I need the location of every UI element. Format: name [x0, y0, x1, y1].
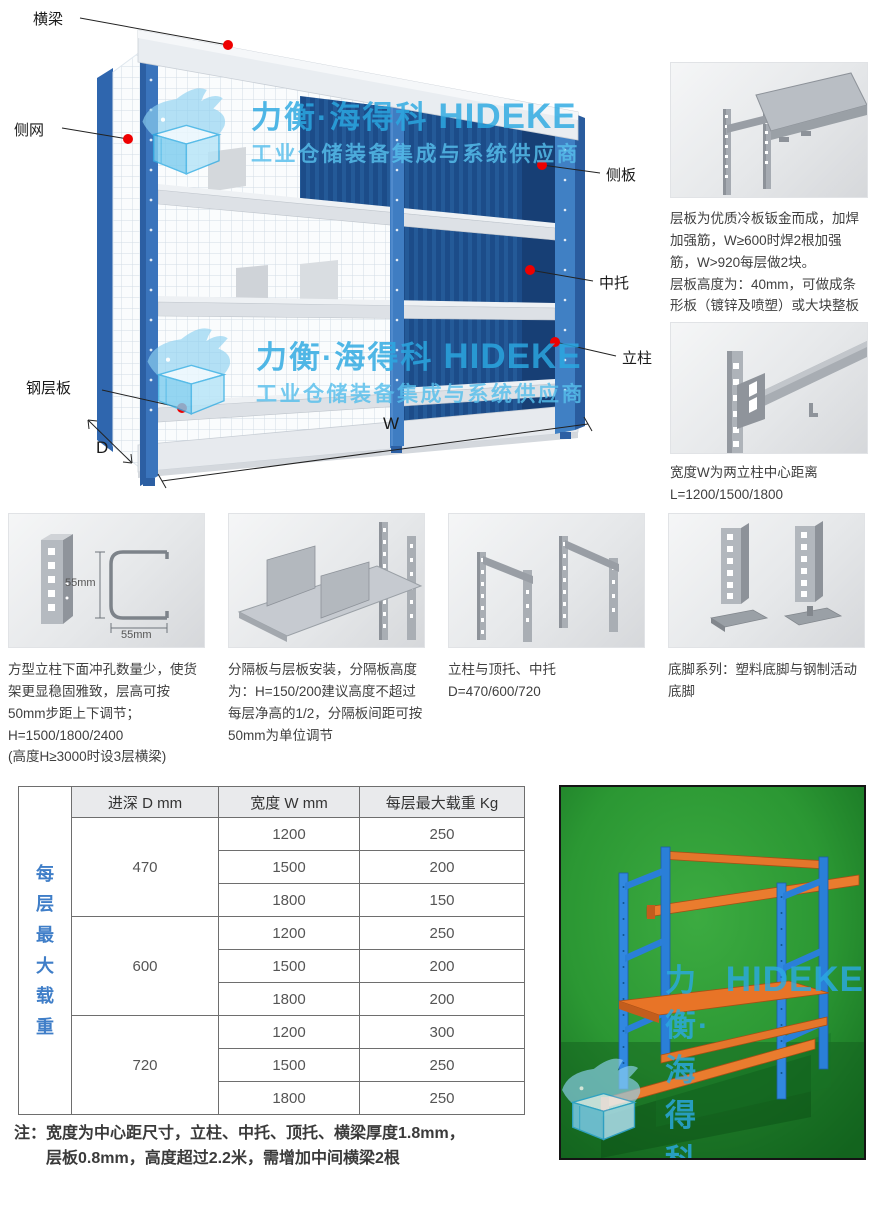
text-line: 立柱与顶托、中托 [448, 662, 556, 677]
dim-55mm-vertical: 55mm [65, 577, 96, 589]
load-cell: 200 [359, 982, 525, 1016]
table-row: 1500 200 [19, 949, 525, 983]
load-cell: 300 [359, 1015, 525, 1049]
divider-drawing [237, 522, 423, 642]
width-description: 宽度W为两立柱中心距离 L=1200/1500/1800 [670, 462, 868, 506]
depth-cell: 600 [71, 916, 219, 1016]
depth-cell: 720 [71, 1015, 219, 1115]
load-spec-table: 每层最大载重 进深 D mm 宽度 W mm 每层最大载重 Kg 470 120… [18, 786, 525, 1115]
footnote-body: 宽度为中心距尺寸，立柱、中托、顶托、横梁厚度1.8mm， 层板0.8mm，高度超… [46, 1122, 465, 1172]
feet-drawing [709, 521, 843, 632]
feature-panel-divider: 分隔板与层板安装，分隔板高度为：H=150/200建议高度不超过每层净高的1/2… [228, 513, 425, 746]
text-line: 层板高度为：40mm，可做成条形板（镀锌及喷塑）或大块整板 [670, 276, 859, 314]
text-line: (高度H≥3000时设3层横梁) [8, 749, 167, 765]
table-row: 1800 150 [19, 883, 525, 917]
bracket-drawing [477, 536, 619, 642]
feet-image [668, 513, 865, 648]
text-line: D=470/600/720 [448, 683, 541, 699]
footnote: 注： 宽度为中心距尺寸，立柱、中托、顶托、横梁厚度1.8mm， 层板0.8mm，… [14, 1122, 566, 1172]
feature-panel-upright: 55mm 55mm 方型立柱下面冲孔数量少，使货架更显稳固雅致，层高可按50mm… [8, 513, 205, 768]
label-side-panel: 侧板 [606, 167, 637, 184]
feature-panel-feet: 底脚系列：塑料底脚与钢制活动底脚 [668, 513, 865, 703]
table-row: 1500 200 [19, 850, 525, 884]
width-cell: 1500 [218, 850, 360, 884]
text-line: 分隔板与层板安装，分隔板高度为：H=150/200建议高度不超过每层净高的1/2… [228, 662, 423, 743]
width-cell: 1500 [218, 949, 360, 983]
footnote-line: 层板0.8mm，高度超过2.2米，需增加中间横梁2根 [46, 1149, 400, 1167]
label-mid-support: 中托 [599, 275, 630, 292]
text-line: 方型立柱下面冲孔数量少，使货架更显稳固雅致，层高可按50mm步距上下调节；H=1… [8, 662, 197, 743]
table-row: 600 1200 250 [19, 916, 525, 1016]
load-cell: 250 [359, 817, 525, 851]
table-row: 1500 250 [19, 1048, 525, 1082]
beam-joint-drawing [727, 341, 867, 453]
render-shelf-drawing [561, 787, 864, 1158]
label-upright: 立柱 [622, 350, 653, 367]
table-row: 1800 250 [19, 1081, 525, 1115]
label-steel-shelf: 钢层板 [26, 380, 72, 397]
shelf-panel-detail-image [670, 62, 868, 198]
label-dim-d: D [96, 438, 109, 457]
load-cell: 200 [359, 949, 525, 983]
load-cell: 250 [359, 1081, 525, 1115]
table-row: 1800 200 [19, 982, 525, 1016]
bracket-image [448, 513, 645, 648]
divider-caption: 分隔板与层板安装，分隔板高度为：H=150/200建议高度不超过每层净高的1/2… [228, 659, 425, 746]
dim-55mm-horizontal: 55mm [121, 629, 152, 641]
text-line: 底脚系列：塑料底脚与钢制活动底脚 [668, 662, 857, 699]
table-header-load: 每层最大载重 Kg [359, 786, 525, 818]
table-row: 470 1200 250 [19, 817, 525, 917]
beam-joint-detail-image [670, 322, 868, 454]
width-cell: 1800 [218, 982, 360, 1016]
width-cell: 1200 [218, 817, 360, 851]
shelving-isometric-drawing [61, 17, 617, 489]
table-header-depth: 进深 D mm [71, 786, 219, 818]
shelf-panel-description: 层板为优质冷板钣金而成，加焊加强筋，W≥600时焊2根加强筋，W>920每层做2… [670, 208, 868, 317]
feature-panel-brackets: 立柱与顶托、中托 D=470/600/720 [448, 513, 645, 703]
load-spec-table-wrap: 每层最大载重 进深 D mm 宽度 W mm 每层最大载重 Kg 470 120… [18, 786, 525, 1115]
upright-caption: 方型立柱下面冲孔数量少，使货架更显稳固雅致，层高可按50mm步距上下调节；H=1… [8, 659, 205, 768]
text-line: 层板为优质冷板钣金而成，加焊加强筋，W≥600时焊2根加强筋，W>920每层做2… [670, 211, 859, 270]
load-cell: 250 [359, 1048, 525, 1082]
bracket-caption: 立柱与顶托、中托 D=470/600/720 [448, 659, 645, 703]
upright-section-image: 55mm 55mm [8, 513, 205, 648]
table-header-width: 宽度 W mm [218, 786, 360, 818]
label-side-mesh: 侧网 [14, 122, 45, 139]
footnote-prefix: 注： [14, 1125, 47, 1142]
label-beam: 横梁 [33, 11, 64, 28]
load-cell: 250 [359, 916, 525, 950]
width-cell: 1200 [218, 1015, 360, 1049]
table-row: 720 1200 300 [19, 1015, 525, 1115]
load-cell: 200 [359, 850, 525, 884]
table-header-row: 每层最大载重 进深 D mm 宽度 W mm 每层最大载重 Kg [18, 786, 525, 1115]
main-shelving-diagram: 横梁 侧网 钢层板 侧板 中托 立柱 W D 力衡·海得科 HIDEKE 工业仓… [0, 0, 666, 506]
load-cell: 150 [359, 883, 525, 917]
depth-cell: 470 [71, 817, 219, 917]
width-cell: 1800 [218, 883, 360, 917]
width-cell: 1200 [218, 916, 360, 950]
width-cell: 1500 [218, 1048, 360, 1082]
width-cell: 1800 [218, 1081, 360, 1115]
text-line: L=1200/1500/1800 [670, 486, 783, 502]
table-side-label: 每层最大载重 [18, 786, 72, 1115]
divider-install-image [228, 513, 425, 648]
feet-caption: 底脚系列：塑料底脚与钢制活动底脚 [668, 659, 865, 703]
shelf-panel-exploded-drawing [723, 72, 868, 195]
upright-drawing [41, 534, 169, 633]
product-render-image: 力衡·海得科 HIDEKE 工业仓储装备集成与系统供应商 [559, 785, 866, 1160]
label-dim-w: W [383, 414, 400, 433]
footnote-line: 宽度为中心距尺寸，立柱、中托、顶托、横梁厚度1.8mm， [46, 1125, 465, 1142]
text-line: 宽度W为两立柱中心距离 [670, 465, 818, 480]
